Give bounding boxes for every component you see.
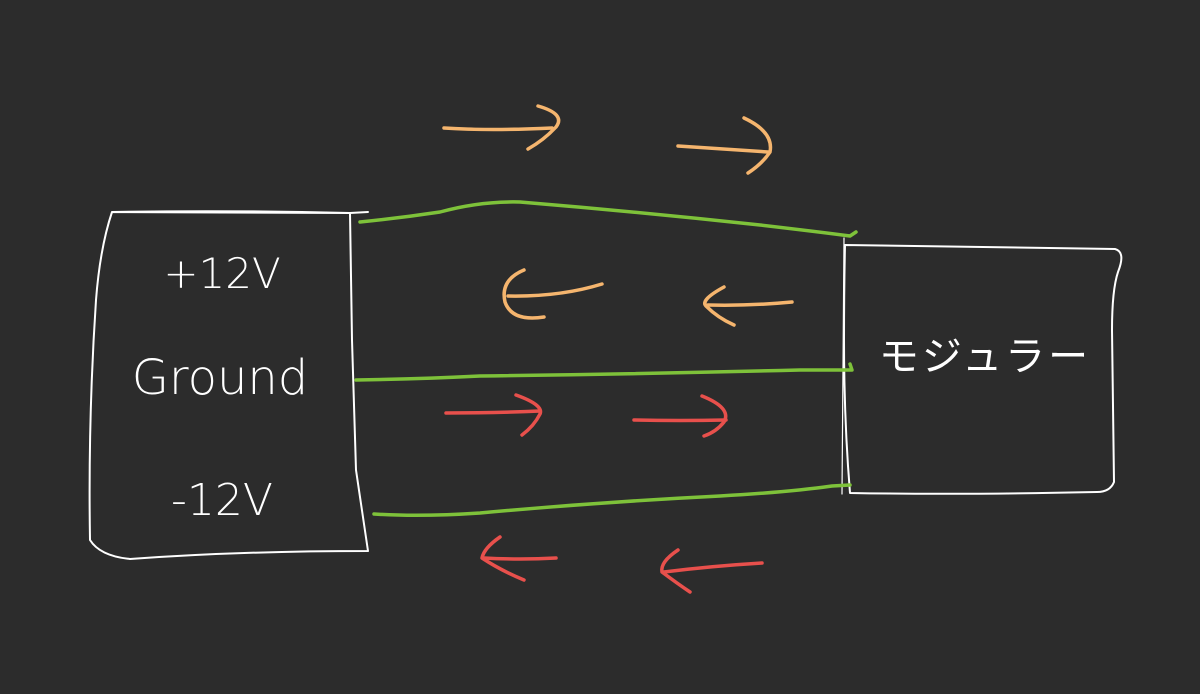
- arrow-right-red-2: [632, 394, 728, 438]
- arrow-left-orange-1: [502, 268, 604, 320]
- arrow-right-orange-2: [676, 116, 773, 175]
- label-plus-12v: +12V: [163, 249, 280, 298]
- arrow-left-red-2: [660, 548, 764, 594]
- arrow-left-orange-2: [703, 285, 794, 327]
- arrow-left-red-1: [480, 535, 558, 582]
- wire-plus-12v: [358, 200, 858, 238]
- label-minus-12v: -12V: [171, 475, 273, 526]
- label-module: モジュラー: [879, 334, 1091, 380]
- label-ground: Ground: [132, 350, 309, 406]
- wire-minus-12v: [372, 483, 852, 518]
- module-box: [843, 244, 1123, 495]
- wire-ground: [354, 362, 854, 382]
- module-box-left-edge: [841, 237, 845, 495]
- power-supply-box: [88, 210, 369, 560]
- arrow-right-red-1: [444, 393, 543, 437]
- arrow-right-orange-1: [442, 104, 561, 151]
